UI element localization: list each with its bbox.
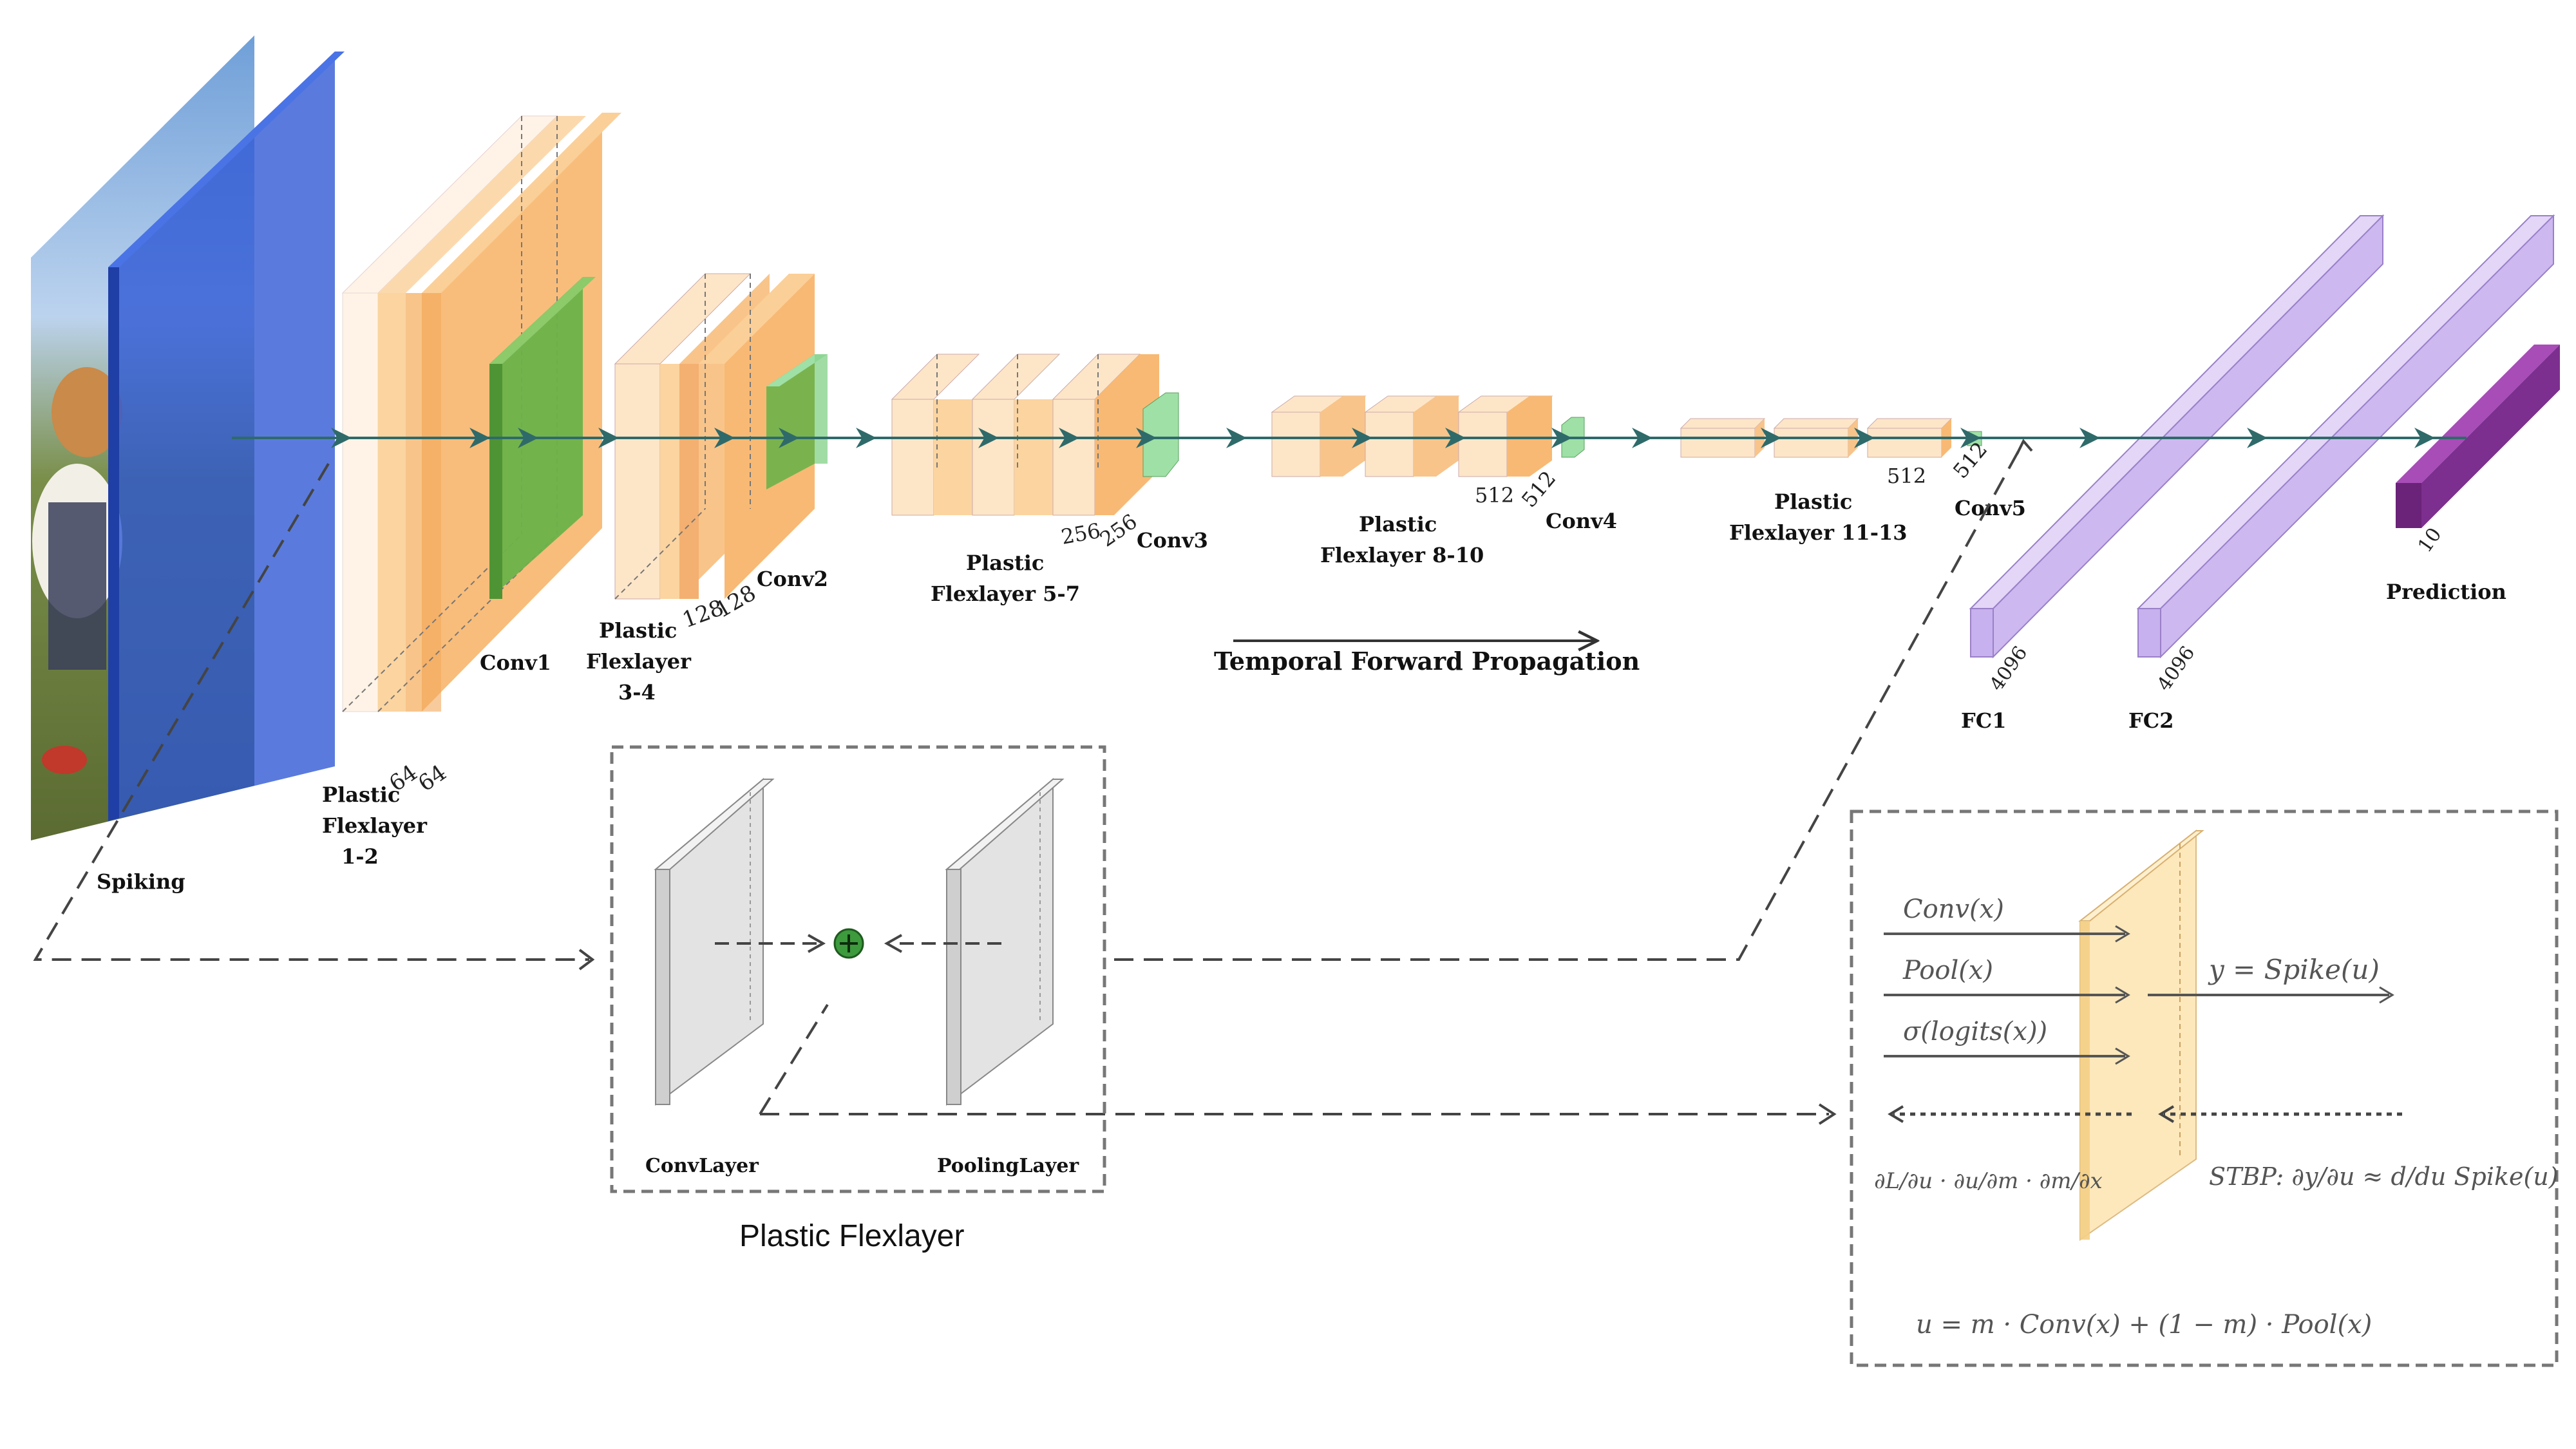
input-conv-text: Conv(x): [1903, 895, 2004, 924]
block-5-label: Plastic Flexlayer 11-13: [1729, 489, 1908, 545]
gradient-chain-text: ∂L/∂u · ∂u/∂m · ∂m/∂x: [1874, 1168, 2103, 1194]
sum-node-icon: [833, 928, 864, 959]
detail-box: [1850, 810, 2559, 1367]
block-3-label: Plastic Flexlayer 5-7: [931, 551, 1080, 606]
input-pool-text: Pool(x): [1902, 956, 1993, 985]
conv4-label: Conv4: [1546, 509, 1617, 533]
flexlayer-title: Plastic Flexlayer: [739, 1219, 964, 1253]
block-4-dim-a: 512: [1475, 483, 1514, 507]
block-5-dim-a: 512: [1887, 464, 1926, 488]
flexlayer-block-3: [891, 354, 1179, 516]
fc1-label: FC1: [1961, 708, 2006, 733]
conv1-label: Conv1: [480, 650, 551, 675]
input-sigma-text: σ(logits(x)): [1903, 1017, 2047, 1046]
block-3-dim-a: 256: [1059, 518, 1103, 549]
block-4-label: Plastic Flexlayer 8-10: [1320, 512, 1484, 567]
flexlayer-block-4: [1271, 395, 1585, 477]
conv5-label: Conv5: [1955, 496, 2026, 520]
output-spike-text: y = Spike(u): [2208, 954, 2380, 985]
arrowhead-to-conv5: [2016, 439, 2033, 455]
pooling-layer-label: PoolingLayer: [937, 1155, 1079, 1177]
stbp-text: STBP: ∂y/∂u ≈ d/du Spike(u): [2209, 1162, 2559, 1191]
block-1-label: Plastic Flexlayer 1-2: [322, 782, 434, 869]
arrowhead-into-detail: [1818, 1103, 1837, 1125]
spiking-label: Spiking: [97, 869, 185, 894]
block-5-dim-b: 512: [1948, 437, 1992, 483]
fc2-label: FC2: [2128, 708, 2174, 733]
mixing-formula: u = m · Conv(x) + (1 − m) · Pool(x): [1916, 1310, 2372, 1340]
prediction-dim: 10: [2414, 524, 2447, 556]
block-2-label: Plastic Flexlayer 3-4: [586, 618, 698, 705]
temporal-label: Temporal Forward Propagation: [1214, 647, 1640, 676]
dashed-connectors: [33, 444, 2023, 1115]
conv-layer-label: ConvLayer: [645, 1155, 759, 1177]
block-3-dim-b: 256: [1095, 509, 1142, 551]
flexlayer-block-2: [614, 273, 828, 600]
spiking-layer: [108, 52, 345, 821]
prediction-label: Prediction: [2386, 580, 2506, 604]
conv3-label: Conv3: [1137, 528, 1208, 553]
fc1-bar: [1969, 214, 2385, 659]
flexlayer-inset: [610, 745, 1106, 1193]
conv2-label: Conv2: [757, 567, 828, 591]
prediction-bar: [2396, 345, 2560, 528]
flexlayer-block-1: [341, 113, 621, 712]
arrowhead-into-flexbox: [578, 949, 595, 971]
block-1-dim-b: 64: [413, 760, 451, 797]
fc2-bar: [2136, 214, 2555, 659]
